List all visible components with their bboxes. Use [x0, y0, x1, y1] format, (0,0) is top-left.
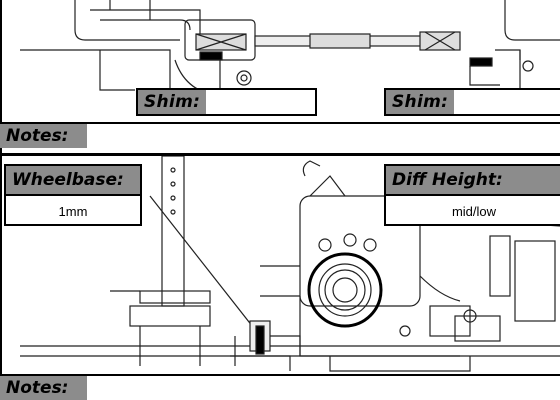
- shim-right-field[interactable]: Shim:: [384, 88, 560, 116]
- wheelbase-label: Wheelbase:: [6, 166, 140, 196]
- diff-height-spec[interactable]: Diff Height: mid/low: [384, 164, 560, 226]
- diff-height-label: Diff Height:: [386, 166, 560, 196]
- page-border-left: [0, 0, 2, 400]
- shim-left-field[interactable]: Shim:: [136, 88, 317, 116]
- bottom-notes-label: Notes:: [0, 376, 87, 400]
- top-panel: Shim: Shim: Notes:: [0, 0, 560, 155]
- bottom-panel: Wheelbase: 1mm Diff Height: mid/low Note…: [0, 156, 560, 400]
- top-notes-value[interactable]: [87, 124, 560, 148]
- bottom-notes-value[interactable]: [87, 376, 560, 400]
- shim-left-label: Shim:: [138, 90, 207, 114]
- bottom-notes-field[interactable]: Notes:: [0, 374, 560, 400]
- shim-left-value[interactable]: [206, 90, 315, 114]
- bottom-technical-drawing: [20, 156, 560, 372]
- top-notes-field[interactable]: Notes:: [0, 122, 560, 148]
- wheelbase-value[interactable]: 1mm: [58, 203, 88, 219]
- wheelbase-spec[interactable]: Wheelbase: 1mm: [4, 164, 142, 226]
- shim-right-label: Shim:: [386, 90, 455, 114]
- diff-height-value[interactable]: mid/low: [451, 203, 497, 219]
- shim-right-value[interactable]: [454, 90, 560, 114]
- top-notes-label: Notes:: [0, 124, 87, 148]
- top-technical-drawing: [20, 0, 560, 110]
- panel-separator: [0, 153, 560, 156]
